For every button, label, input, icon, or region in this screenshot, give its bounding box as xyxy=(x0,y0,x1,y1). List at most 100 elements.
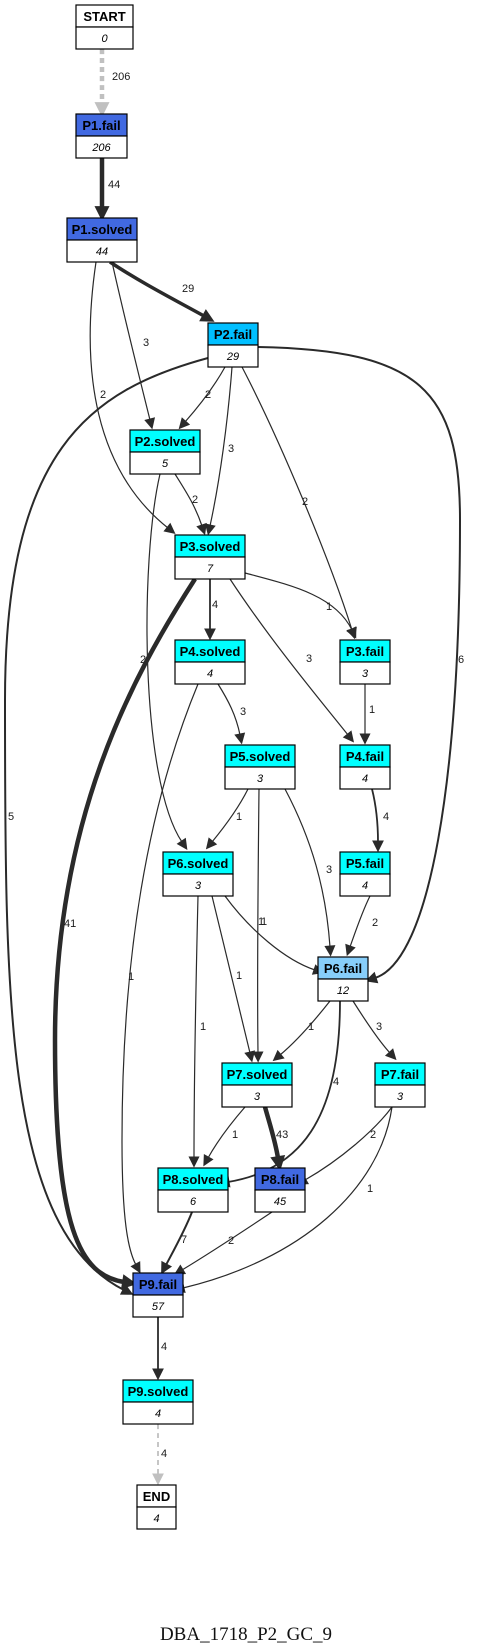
edge-arrowhead xyxy=(163,522,176,534)
edge-p7solved-to-p8fail: 43 xyxy=(262,1106,288,1171)
node-count-cell xyxy=(157,1189,229,1213)
edge-label: 1 xyxy=(261,916,267,928)
node-count: 4 xyxy=(153,1513,159,1525)
nodes-layer: START0P1.fail206P1.solved44P2.fail29P2.s… xyxy=(66,4,426,1530)
node-title: P4.solved xyxy=(180,644,241,659)
edge-line xyxy=(352,1000,391,1054)
node-count: 3 xyxy=(195,880,202,892)
edge-arrowhead xyxy=(119,1283,134,1295)
node-count: 7 xyxy=(207,563,214,575)
edge-label: 3 xyxy=(228,443,234,455)
diagram-caption: DBA_1718_P2_GC_9 xyxy=(160,1624,332,1645)
node-end: END 4 xyxy=(136,1484,177,1530)
edge-label: 2 xyxy=(205,389,211,401)
edge-line xyxy=(284,788,331,948)
edge-p2fail-to-p6fail: 6 xyxy=(257,346,464,984)
edge-p6solved-to-p7solved: 1 xyxy=(211,895,256,1063)
node-count-cell xyxy=(317,978,369,1002)
edge-line xyxy=(209,366,233,527)
edge-label: 1 xyxy=(308,1021,314,1033)
edge-label: 1 xyxy=(232,1129,238,1141)
edge-arrowhead xyxy=(178,417,191,430)
node-count: 3 xyxy=(254,1091,261,1103)
edge-line xyxy=(193,895,199,1159)
edge-label: 2 xyxy=(100,389,106,401)
node-p7solved: P7.solved 3 xyxy=(221,1062,293,1108)
edge-p2solved-to-p6solved: 2 xyxy=(140,473,188,850)
node-title: P9.fail xyxy=(139,1277,177,1292)
node-title: P6.solved xyxy=(168,856,229,871)
edge-p8solved-to-p9fail: 7 xyxy=(161,1211,193,1275)
edge-p8fail-to-p9fail: 2 xyxy=(173,1211,273,1275)
edge-p9solved-to-end: 4 xyxy=(152,1423,167,1486)
edge-p5solved-to-p6solved: 1 xyxy=(205,788,249,850)
edge-arrowhead xyxy=(205,837,218,850)
edge-p2fail-to-p2solved: 2 xyxy=(178,366,226,430)
node-title: P9.solved xyxy=(128,1384,189,1399)
edge-p3fail-to-p4fail: 1 xyxy=(359,684,375,745)
edge-p4solved-to-p5solved: 3 xyxy=(217,683,246,745)
node-title: END xyxy=(143,1489,170,1504)
node-count-cell xyxy=(174,661,246,685)
node-title: P8.fail xyxy=(261,1172,299,1187)
edge-line xyxy=(256,788,260,1054)
edge-p2solved-to-p3solved: 2 xyxy=(174,473,207,536)
node-title: P7.solved xyxy=(227,1067,288,1082)
edge-line xyxy=(3,357,209,1291)
edge-arrowhead xyxy=(244,1050,256,1063)
node-count-cell xyxy=(75,26,134,50)
edge-arrowhead xyxy=(384,1048,397,1061)
edge-arrowhead xyxy=(196,522,207,536)
edge-arrowhead xyxy=(152,1473,164,1486)
edge-p6solved-to-p6fail: 1 xyxy=(224,895,325,975)
edge-arrowhead xyxy=(152,1368,164,1381)
edge-line xyxy=(89,261,169,529)
node-count: 29 xyxy=(226,351,239,363)
edge-line xyxy=(349,895,371,948)
edge-p6solved-to-p8solved: 1 xyxy=(188,895,206,1168)
edge-arrowhead xyxy=(94,102,110,118)
edge-label: 7 xyxy=(181,1234,187,1246)
edge-label: 1 xyxy=(258,916,264,928)
edge-label: 4 xyxy=(161,1341,167,1353)
edge-label: 4 xyxy=(333,1076,339,1088)
edge-arrowhead xyxy=(272,1049,285,1062)
node-count: 206 xyxy=(91,142,111,154)
edge-line xyxy=(174,473,203,527)
edge-label: 41 xyxy=(64,918,76,930)
edge-arrowhead xyxy=(144,417,156,430)
edge-p5fail-to-p6fail: 2 xyxy=(345,895,378,957)
edge-line xyxy=(304,1106,393,1181)
edge-arrowhead xyxy=(270,1154,286,1171)
edge-arrowhead xyxy=(94,206,110,222)
edge-label: 1 xyxy=(326,601,332,613)
edge-line xyxy=(211,895,251,1054)
edge-label: 3 xyxy=(326,864,332,876)
edge-label: 1 xyxy=(369,704,375,716)
edge-label: 1 xyxy=(236,811,242,823)
edge-label: 4 xyxy=(212,599,218,611)
node-title: P8.solved xyxy=(163,1172,224,1187)
edge-label: 6 xyxy=(458,654,464,666)
edge-arrowhead xyxy=(252,1051,264,1063)
edge-line xyxy=(217,683,241,736)
node-title: P4.fail xyxy=(346,749,384,764)
edge-arrowhead xyxy=(346,626,357,639)
edge-p6fail-to-p7fail: 3 xyxy=(352,1000,397,1061)
edge-arrowhead xyxy=(324,945,336,957)
edge-p9fail-to-p9solved: 4 xyxy=(152,1316,167,1381)
edge-arrowhead xyxy=(121,1274,138,1290)
edge-p3solved-to-p3fail: 1 xyxy=(244,572,357,639)
edge-p5solved-to-p7solved: 1 xyxy=(252,788,267,1063)
